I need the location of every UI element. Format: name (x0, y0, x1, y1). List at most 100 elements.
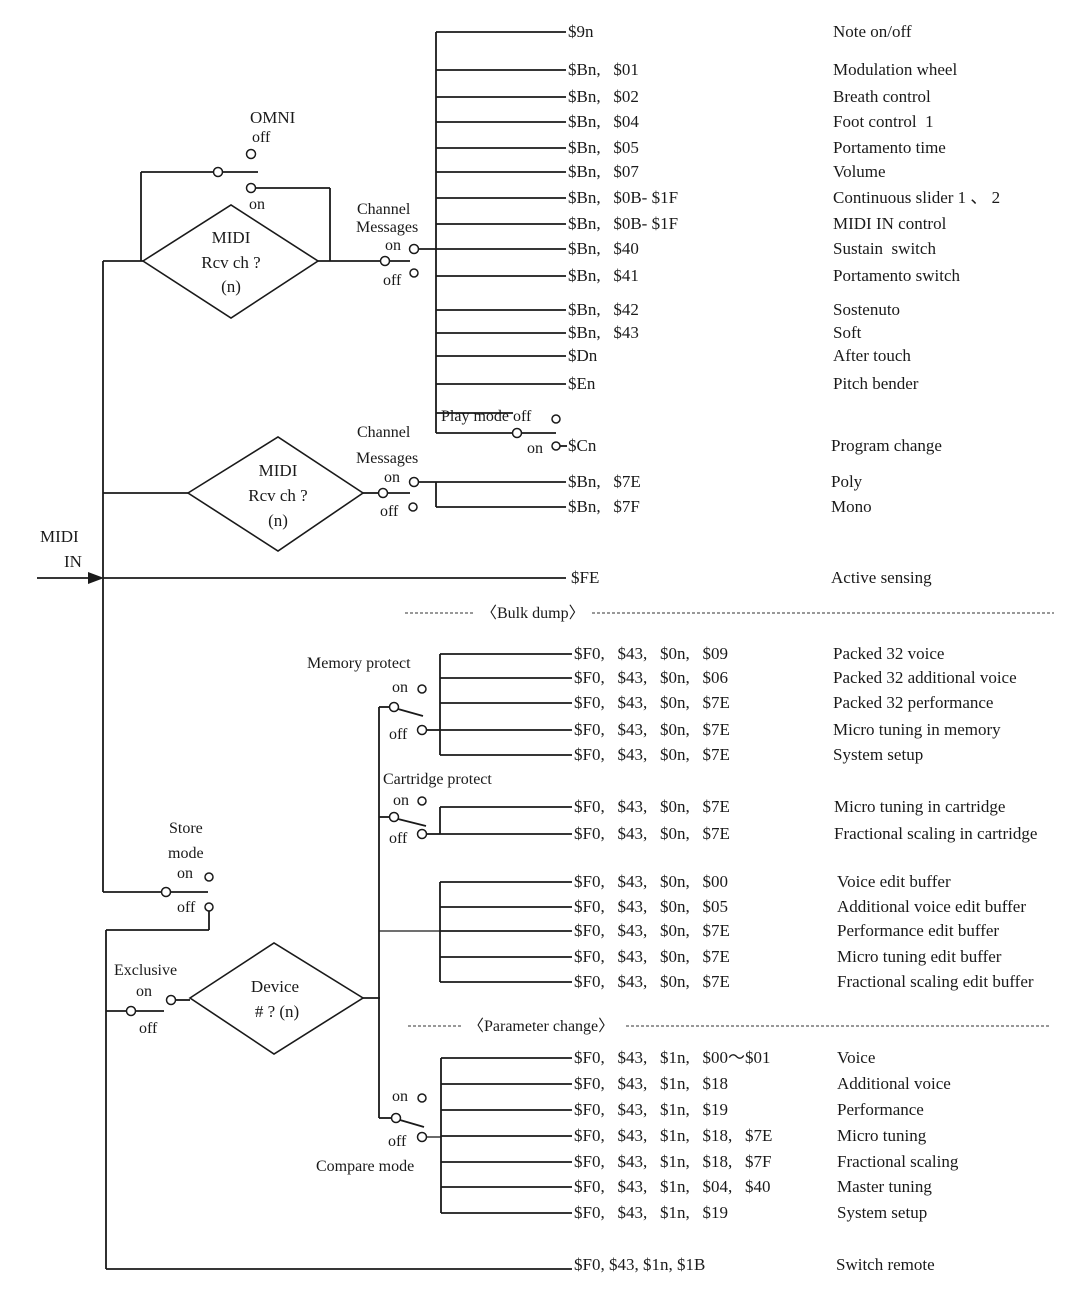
rcv2-text-2: Rcv ch ? (248, 486, 307, 505)
program-change-code: $Cn (568, 436, 597, 455)
device-text-1: Device (251, 977, 299, 996)
channel1-off-label: off (383, 272, 402, 289)
channel2-off-contact[interactable] (408, 502, 418, 512)
exclusive-off-label: off (139, 1020, 158, 1037)
message-description: Sostenuto (833, 300, 900, 319)
message-code: $F0, $43, $1n, $19 (574, 1100, 728, 1119)
store-on-contact[interactable] (204, 872, 214, 882)
message-code: $F0, $43, $1n, $18, $7E (574, 1126, 772, 1145)
channel2-on-contact[interactable] (408, 476, 420, 488)
cartridge-off-contact[interactable] (416, 828, 428, 840)
message-description: Portamento switch (833, 266, 961, 285)
message-code: $Bn, $42 (568, 300, 639, 319)
memory-title: Memory protect (307, 655, 411, 672)
memory-off-contact[interactable] (416, 724, 428, 736)
switch-remote-desc: Switch remote (836, 1255, 935, 1274)
message-description: Soft (833, 323, 862, 342)
message-code: $Bn, $41 (568, 266, 639, 285)
memory-switch-pivot[interactable] (388, 701, 400, 713)
message-description: Voice edit buffer (837, 872, 951, 891)
message-code: $Bn, $02 (568, 87, 639, 106)
channel1-label-1: Channel (357, 201, 411, 218)
message-description: Performance (837, 1100, 924, 1119)
compare-blade (399, 1119, 425, 1128)
exclusive-switch-pivot[interactable] (125, 1005, 137, 1017)
message-code: $F0, $43, $0n, $7E (574, 797, 730, 816)
store-off-label: off (177, 899, 196, 916)
message-description: Note on/off (833, 22, 912, 41)
message-code: $F0, $43, $0n, $7E (574, 720, 730, 739)
message-description: MIDI IN control (833, 214, 947, 233)
message-code: $F0, $43, $0n, $7E (574, 824, 730, 843)
channel1-on-label: on (385, 237, 401, 254)
memory-on-contact[interactable] (417, 684, 427, 694)
omni-on-contact[interactable] (245, 182, 257, 194)
message-description: Additional voice edit buffer (837, 897, 1026, 916)
store-switch-pivot[interactable] (160, 886, 172, 898)
channel1-off-contact[interactable] (409, 268, 419, 278)
message-code: $Bn, $0B- $1F (568, 214, 678, 233)
switch-remote-code: $F0, $43, $1n, $1B (574, 1255, 705, 1274)
message-description: Fractional scaling edit buffer (837, 972, 1034, 991)
message-description: Micro tuning in memory (833, 720, 1001, 739)
compare-off-contact[interactable] (416, 1131, 428, 1143)
compare-on-label: on (392, 1088, 408, 1105)
store-on-label: on (177, 865, 193, 882)
playmode-off-contact[interactable] (551, 414, 561, 424)
playmode-pivot[interactable] (511, 427, 523, 439)
message-description: Packed 32 additional voice (833, 668, 1017, 687)
cartridge-on-label: on (393, 792, 409, 809)
message-description: Voice (837, 1048, 875, 1067)
channel2-label-2: Messages (356, 450, 418, 467)
channel1-switch-pivot[interactable] (379, 255, 391, 267)
cartridge-on-contact[interactable] (417, 796, 427, 806)
message-description: Pitch bender (833, 374, 919, 393)
playmode-on-label: on (527, 440, 543, 457)
message-code: $F0, $43, $1n, $04, $40 (574, 1177, 770, 1196)
rcv2-text-1: MIDI (259, 461, 298, 480)
message-code: $F0, $43, $0n, $09 (574, 644, 728, 663)
cartridge-switch-pivot[interactable] (388, 811, 400, 823)
playmode-on-contact[interactable] (551, 441, 561, 451)
compare-on-contact[interactable] (417, 1093, 427, 1103)
message-description: Breath control (833, 87, 931, 106)
device-text-2: # ? (n) (255, 1002, 299, 1021)
midi-in-label-2: IN (64, 552, 82, 571)
memory-blade (397, 708, 424, 717)
message-description: Packed 32 performance (833, 693, 993, 712)
channel1-on-contact[interactable] (408, 243, 420, 255)
rcv2-text-3: (n) (268, 511, 288, 530)
store-label-2: mode (168, 845, 204, 862)
message-description: Micro tuning edit buffer (837, 947, 1002, 966)
playmode-label: Play mode off (441, 408, 532, 425)
channel2-switch-pivot[interactable] (377, 487, 389, 499)
message-description: After touch (833, 346, 911, 365)
channel1-label-2: Messages (356, 219, 418, 236)
message-code: $F0, $43, $0n, $7E (574, 972, 730, 991)
message-description: Mono (831, 497, 872, 516)
decision-device (188, 942, 365, 1055)
message-code: $F0, $43, $1n, $18 (574, 1074, 728, 1093)
active-sensing-code: $FE (571, 568, 599, 587)
compare-switch-pivot[interactable] (390, 1112, 402, 1124)
message-code: $F0, $43, $0n, $7E (574, 947, 730, 966)
message-code: $Bn, $05 (568, 138, 639, 157)
message-code: $F0, $43, $0n, $7E (574, 693, 730, 712)
message-code: $Bn, $7F (568, 497, 640, 516)
message-description: System setup (837, 1203, 927, 1222)
message-description: Portamento time (833, 138, 946, 157)
omni-switch-pivot[interactable] (212, 166, 224, 178)
omni-on-label: on (249, 196, 265, 213)
message-code: $F0, $43, $0n, $05 (574, 897, 728, 916)
omni-off-contact[interactable] (245, 148, 257, 160)
midi-in-label-1: MIDI (40, 527, 79, 546)
message-code: $9n (568, 22, 594, 41)
store-off-contact[interactable] (204, 902, 214, 912)
active-sensing-desc: Active sensing (831, 568, 932, 587)
exclusive-on-contact[interactable] (165, 994, 177, 1006)
